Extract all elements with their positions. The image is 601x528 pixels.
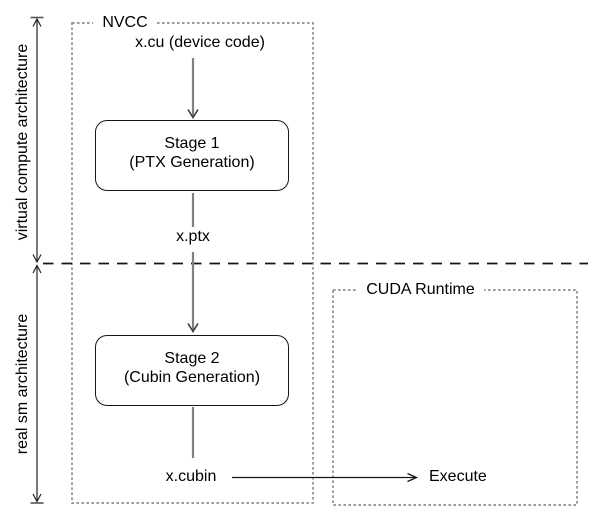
xptx-label: x.ptx (176, 228, 210, 245)
nvcc-container-label: NVCC (93, 14, 157, 32)
cuda-runtime-container-label: CUDA Runtime (357, 281, 484, 299)
virtual-architecture-label: virtual compute architecture (14, 43, 31, 241)
stage2-node: Stage 2 (Cubin Generation) (95, 335, 289, 406)
stage1-subtitle: (PTX Generation) (129, 154, 255, 171)
virtual-architecture-extent-arrow (30, 16, 44, 264)
xcubin-label: x.cubin (165, 468, 217, 485)
real-architecture-label: real sm architecture (14, 313, 31, 455)
stage2-subtitle: (Cubin Generation) (123, 369, 261, 386)
arrow-xcubin-to-execute (232, 472, 419, 483)
arrow-xptx-to-stage2 (187, 252, 199, 334)
real-architecture-extent-arrow (30, 264, 44, 504)
xcu-device-code-label: x.cu (device code) (135, 34, 265, 51)
execute-label: Execute (429, 468, 487, 485)
stage2-title: Stage 2 (164, 350, 220, 367)
stage1-node: Stage 1 (PTX Generation) (95, 120, 289, 191)
arrow-xcu-to-stage1 (187, 58, 199, 120)
stage1-title: Stage 1 (164, 135, 220, 152)
